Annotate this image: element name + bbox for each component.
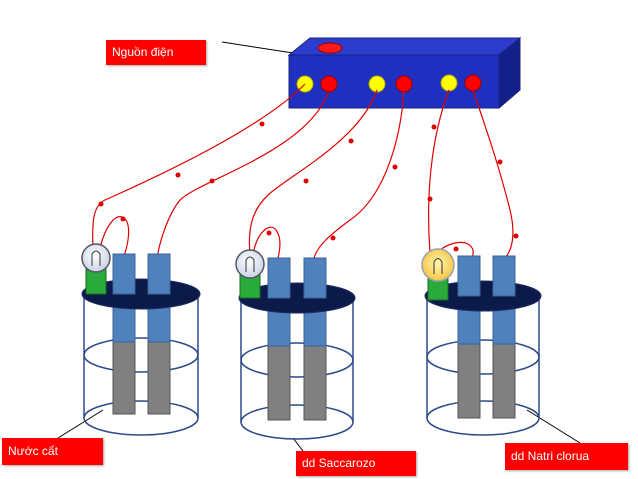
wire-joint [431, 124, 437, 130]
wire-joint [453, 246, 459, 252]
wire-joint [98, 201, 104, 207]
wire-1a [92, 83, 306, 253]
terminal-negative-2 [395, 75, 413, 93]
wire-3c [439, 241, 474, 259]
beaker-sodium-chloride-solution [421, 248, 542, 436]
beaker-bottom [240, 404, 354, 440]
power-source-label: Nguồn điện [106, 40, 206, 65]
wire-2c [253, 226, 281, 259]
electrode-right-submerged [492, 343, 516, 419]
liquid-surface [83, 337, 199, 373]
wire-joint [259, 121, 265, 127]
sodium-chloride-solution-label: dd Natri clorua [505, 443, 628, 470]
wire-joints [98, 121, 519, 252]
bulb-filament [91, 250, 101, 266]
electrode-left-top [457, 255, 481, 297]
terminal-positive-2 [368, 75, 386, 93]
electrode-left-submerged [112, 341, 136, 415]
wire-1b [156, 89, 330, 259]
distilled-water-label: Nước cất [2, 438, 103, 465]
wire-3a [427, 89, 450, 253]
electrode-right-top [303, 257, 327, 299]
wire-joint [497, 159, 503, 165]
sucrose-leader-line [292, 437, 304, 452]
wire-2b [313, 89, 405, 259]
wire-joint [330, 235, 336, 241]
bulb-filament [433, 258, 443, 274]
beaker-bottom [426, 400, 540, 436]
liquid-surface [426, 339, 540, 375]
bulb-unlit [81, 243, 111, 273]
electrode-right-submerged [303, 345, 327, 421]
liquid-surface [240, 342, 354, 378]
wire-joint [427, 196, 433, 202]
wire-joint [303, 178, 309, 184]
wires [92, 83, 514, 259]
electrode-right-submerged [147, 341, 171, 415]
wire-joint [175, 172, 181, 178]
beaker-distilled-water [81, 243, 201, 436]
power-source [287, 36, 522, 110]
beaker-sucrose-solution [235, 249, 356, 440]
wire-joint [120, 216, 126, 222]
wire-joint [348, 138, 354, 144]
wire-2a [248, 89, 378, 256]
wire-joint [209, 178, 215, 184]
beaker-bottom [83, 400, 199, 436]
water-leader-line [57, 409, 104, 439]
bulb-unlit [235, 249, 265, 279]
bulb-lit [421, 248, 455, 282]
electrode-right-top [492, 255, 516, 297]
wire-joint [513, 233, 519, 239]
electrode-left-submerged [457, 343, 481, 419]
wire-joint [392, 164, 398, 170]
terminal-negative-3 [464, 74, 482, 92]
bulb-filament [245, 256, 255, 272]
terminal-positive-3 [440, 74, 458, 92]
wire-joint [266, 230, 272, 236]
wire-3b [472, 89, 514, 259]
electrode-left-top [267, 257, 291, 299]
terminal-negative-1 [320, 75, 338, 93]
sucrose-solution-label: dd Saccarozo [296, 451, 416, 476]
electrode-left-submerged [267, 345, 291, 421]
electrode-left-top [112, 253, 136, 295]
power-switch-button [317, 42, 343, 54]
electrode-right-top [147, 253, 171, 295]
nacl-leader-line [526, 409, 581, 444]
